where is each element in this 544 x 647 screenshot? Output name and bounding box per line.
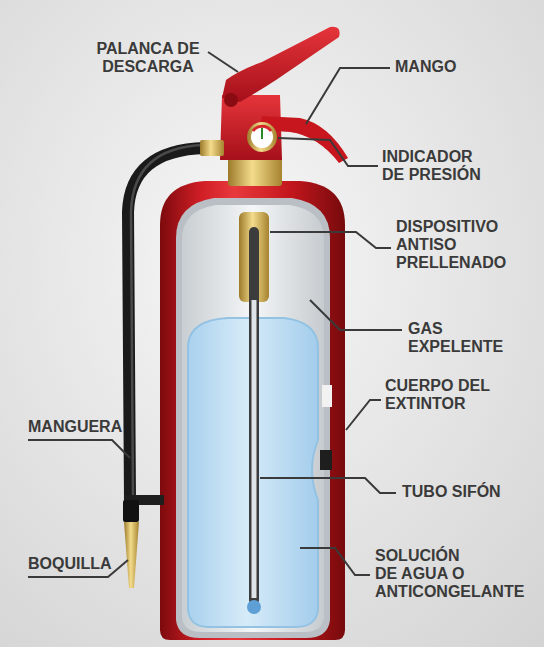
part-label: GAS EXPELENTE [408, 320, 538, 356]
leader-line [346, 400, 381, 430]
leader-line [306, 68, 390, 124]
discharge-lever [222, 27, 340, 102]
gas-chamber [182, 205, 324, 632]
hose-nut [200, 140, 224, 156]
body-bracket [320, 450, 332, 470]
leader-line [270, 232, 391, 248]
leader-line [310, 300, 402, 330]
extinguisher-body [160, 181, 345, 640]
cutaway-wall [176, 198, 330, 638]
leader-line [300, 548, 370, 575]
leader-lines [28, 52, 402, 577]
part-label: BOQUILLA [28, 555, 138, 573]
part-label: MANGUERA [28, 418, 138, 436]
neck-ring [228, 158, 282, 186]
gauge-needle [261, 128, 263, 139]
gauge-face [251, 126, 273, 148]
part-label: SOLUCIÓN DE AGUA O ANTICONGELANTE [375, 547, 475, 601]
body-bracket [322, 385, 332, 407]
leader-line [208, 52, 238, 72]
part-label: TUBO SIFÓN [402, 483, 532, 501]
nozzle-ferrule [123, 500, 139, 522]
part-label: PALANCA DE DESCARGA [92, 40, 204, 76]
leader-line [28, 440, 130, 458]
nozzle [124, 522, 139, 588]
siphon-tube [249, 232, 259, 600]
part-label: INDICADOR DE PRESIÓN [382, 148, 492, 184]
part-label: DISPOSITIVO ANTISO PRELLENADO [396, 218, 511, 272]
part-label: CUERPO DEL EXTINTOR [385, 377, 495, 413]
lever-pivot [224, 93, 238, 107]
leader-line [260, 478, 396, 493]
siphon-tube-highlight [252, 300, 257, 598]
pressure-gauge [247, 122, 277, 152]
leader-line [278, 138, 378, 166]
siphon-tip [247, 600, 261, 614]
part-label: MANGO [395, 58, 515, 76]
